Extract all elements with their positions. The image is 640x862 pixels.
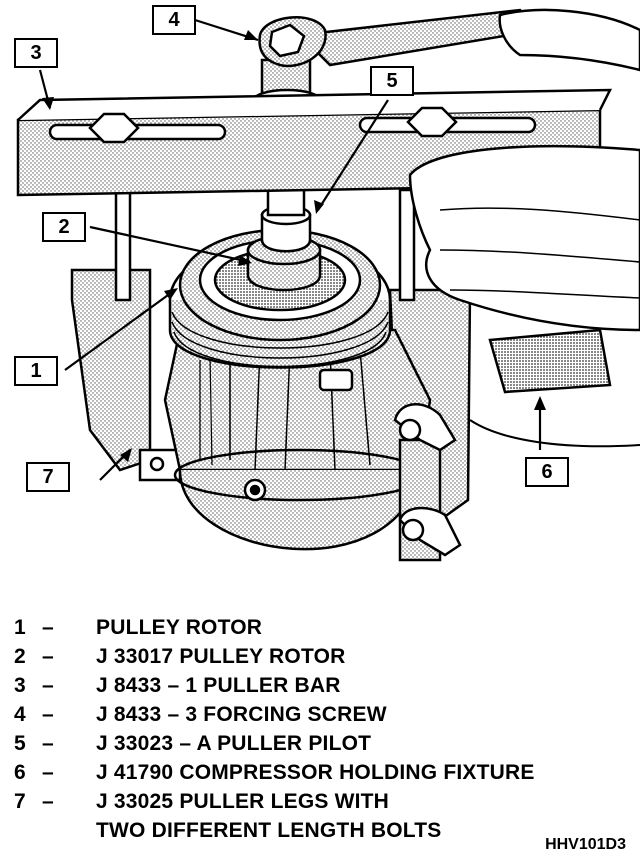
legend-dash: – <box>42 731 54 755</box>
legend-row-3: 3 – J 8433 – 1 PULLER BAR <box>14 671 535 700</box>
legend-dash: – <box>42 789 54 813</box>
compressor-pulley-removal-illustration <box>16 8 640 562</box>
legend-description: J 33025 PULLER LEGS WITH <box>96 789 390 813</box>
legend-row-5: 5 – J 33023 – A PULLER PILOT <box>14 729 535 758</box>
legend-description: J 8433 – 1 PULLER BAR <box>96 673 341 697</box>
legend-description: J 33017 PULLEY ROTOR <box>96 644 346 668</box>
legend-number: 6 <box>14 760 26 784</box>
hands <box>408 8 640 332</box>
legend-number: 2 <box>14 644 26 668</box>
wing-nut-clamps <box>393 403 462 562</box>
legend: 1 – PULLEY ROTOR 2 – J 33017 PULLEY ROTO… <box>14 613 535 845</box>
legend-description: J 33023 – A PULLER PILOT <box>96 731 372 755</box>
legend-number: 3 <box>14 673 26 697</box>
legend-row-2: 2 – J 33017 PULLEY ROTOR <box>14 642 535 671</box>
legend-number: 1 <box>14 615 26 639</box>
puller-pilot <box>246 204 322 292</box>
legend-number: 7 <box>14 789 26 813</box>
legend-description: J 8433 – 3 FORCING SCREW <box>96 702 387 726</box>
legend-row-7-continuation: TWO DIFFERENT LENGTH BOLTS <box>14 816 535 845</box>
legend-dash: – <box>42 673 54 697</box>
legend-dash: – <box>42 644 54 668</box>
legend-number: 4 <box>14 702 26 726</box>
callout-3-label: 3 <box>14 38 58 68</box>
callout-7-label: 7 <box>26 462 70 492</box>
legend-row-4: 4 – J 8433 – 3 FORCING SCREW <box>14 700 535 729</box>
puller-legs <box>114 188 416 302</box>
callout-2-label: 2 <box>42 212 86 242</box>
legend-description-continuation: TWO DIFFERENT LENGTH BOLTS <box>96 818 442 842</box>
legend-row-6: 6 – J 41790 COMPRESSOR HOLDING FIXTURE <box>14 758 535 787</box>
wrench <box>258 8 543 68</box>
leader-arrowheads <box>42 30 546 462</box>
legend-dash: – <box>42 702 54 726</box>
callout-4-label: 4 <box>152 5 196 35</box>
legend-description: PULLEY ROTOR <box>96 615 263 639</box>
callout-6-label: 6 <box>525 457 569 487</box>
legend-row-1: 1 – PULLEY ROTOR <box>14 613 535 642</box>
fixture-block <box>488 328 612 394</box>
callout-5-label: 5 <box>370 66 414 96</box>
legend-number: 5 <box>14 731 26 755</box>
legend-description: J 41790 COMPRESSOR HOLDING FIXTURE <box>96 760 535 784</box>
legend-dash: – <box>42 615 54 639</box>
figure-code: HHV101D3 <box>545 836 626 853</box>
legend-row-7: 7 – J 33025 PULLER LEGS WITH <box>14 787 535 816</box>
callout-1-label: 1 <box>14 356 58 386</box>
legend-dash: – <box>42 760 54 784</box>
